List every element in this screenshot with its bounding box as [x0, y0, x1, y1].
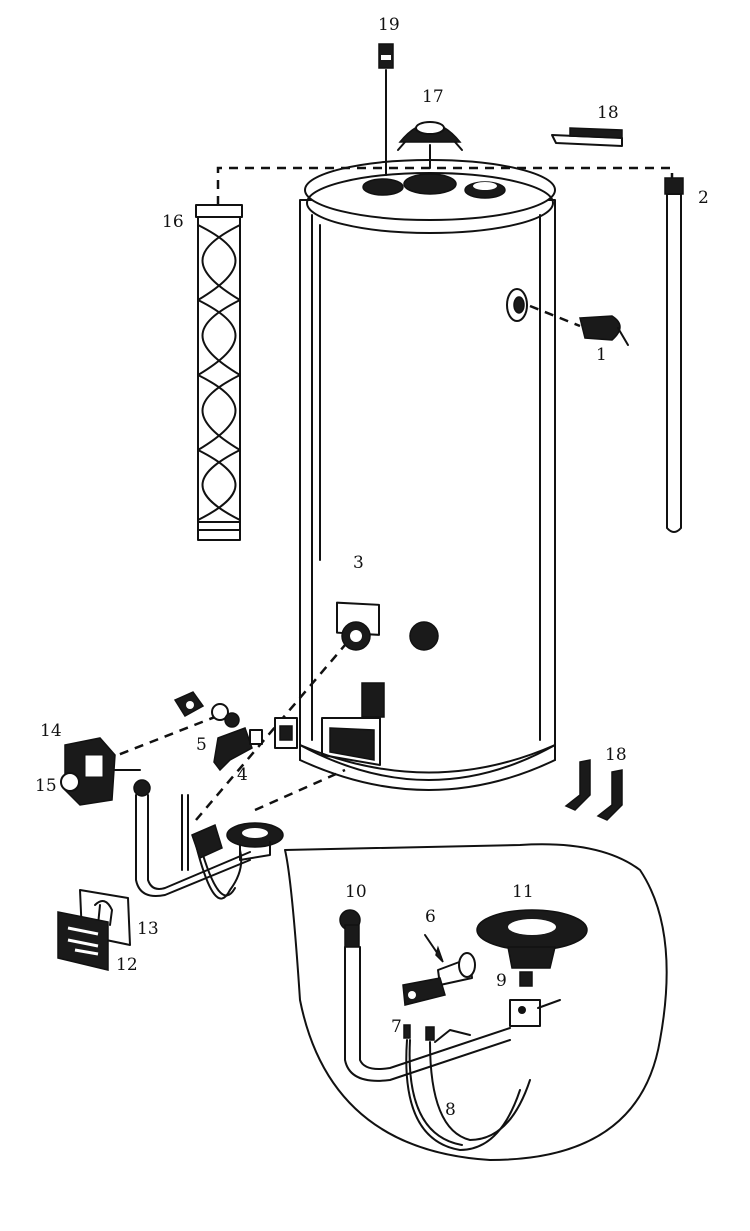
label-part-16: 16	[162, 212, 184, 232]
label-part-1: 1	[596, 345, 607, 365]
label-part-19: 19	[378, 15, 400, 35]
top-bracket	[551, 127, 623, 147]
gas-control-valve	[60, 737, 141, 806]
label-part-11: 11	[512, 882, 534, 902]
inner-door	[57, 889, 131, 971]
label-part-12: 12	[116, 955, 138, 975]
outer-door-cover	[274, 717, 298, 749]
assembly-lines	[104, 166, 674, 821]
part-labels: 19 17 18 2 16 1 3 14 5 4 18 15 10 11 6 1…	[35, 15, 709, 1120]
drain-valve	[173, 691, 263, 772]
label-part-2: 2	[698, 188, 709, 208]
label-part-5: 5	[196, 735, 207, 755]
label-part-13: 13	[137, 919, 159, 939]
label-part-4: 4	[237, 765, 248, 785]
burner-assembly-small	[133, 779, 284, 900]
label-part-17: 17	[422, 87, 444, 107]
dip-tube	[664, 177, 684, 533]
label-part-10: 10	[345, 882, 367, 902]
draft-hood	[397, 121, 463, 169]
flue-baffle	[195, 204, 243, 541]
label-part-3: 3	[353, 553, 364, 573]
leg-brackets	[564, 759, 623, 821]
label-part-18-top: 18	[597, 103, 619, 123]
label-part-8: 8	[445, 1100, 456, 1120]
label-part-7: 7	[391, 1017, 402, 1037]
anode-rod	[378, 43, 394, 176]
label-part-18-bottom: 18	[605, 745, 627, 765]
label-part-15: 15	[35, 776, 57, 796]
relief-valve	[579, 315, 629, 346]
tank-body	[299, 159, 556, 791]
burner-detail-callout	[284, 843, 668, 1161]
label-part-14: 14	[40, 721, 62, 741]
label-part-9: 9	[496, 971, 507, 991]
label-part-6: 6	[425, 907, 436, 927]
